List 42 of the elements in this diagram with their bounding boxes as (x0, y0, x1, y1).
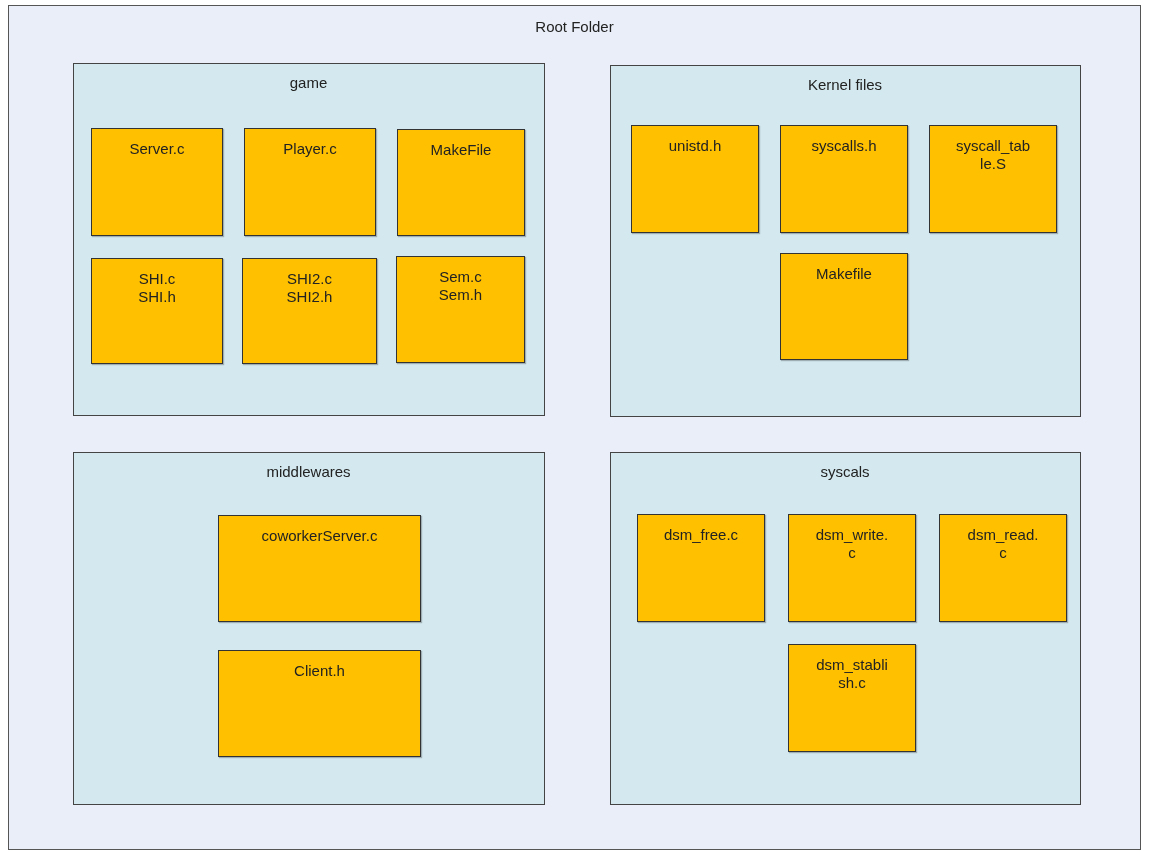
file-name: unistd.h (668, 137, 722, 155)
folder-title: Root Folder (535, 18, 614, 36)
folder-title: game (289, 73, 328, 92)
folder-title: middlewares (266, 462, 351, 481)
file-name: dsm_read. c (967, 526, 1039, 562)
folder-title: syscals (820, 462, 870, 481)
folder-panel (72, 62, 545, 416)
folder-panel (609, 64, 1081, 417)
file-box (218, 650, 421, 757)
file-name: coworkerServer.c (261, 527, 378, 545)
file-name: Client.h (294, 662, 345, 680)
folder-panel (72, 451, 545, 805)
file-box (939, 514, 1067, 622)
file-name: Server.c (129, 140, 185, 158)
folder-panel (609, 451, 1081, 805)
file-name: dsm_write. c (815, 526, 889, 562)
file-box (780, 125, 908, 233)
file-name: Makefile (816, 265, 872, 283)
file-box (397, 129, 525, 236)
file-box (631, 125, 759, 233)
file-name: syscalls.h (811, 137, 877, 155)
file-box (780, 253, 908, 360)
file-name: Sem.c Sem.h (438, 268, 483, 304)
file-name: SHI.c SHI.h (138, 270, 176, 306)
file-box (242, 258, 377, 364)
file-name: SHI2.c SHI2.h (286, 270, 333, 306)
file-name: dsm_free.c (663, 526, 739, 544)
file-box (929, 125, 1057, 233)
file-box (91, 128, 223, 236)
file-box (91, 258, 223, 364)
file-box (788, 644, 916, 752)
file-name: Player.c (283, 140, 337, 158)
file-box (788, 514, 916, 622)
file-name: MakeFile (430, 141, 492, 159)
file-box (218, 515, 421, 622)
folder-title: Kernel files (807, 75, 883, 94)
folder-panel (8, 5, 1141, 850)
file-name: dsm_stabli sh.c (816, 656, 888, 692)
file-name: syscall_tab le.S (955, 137, 1031, 173)
file-box (396, 256, 525, 363)
file-box (637, 514, 765, 622)
file-box (244, 128, 376, 236)
